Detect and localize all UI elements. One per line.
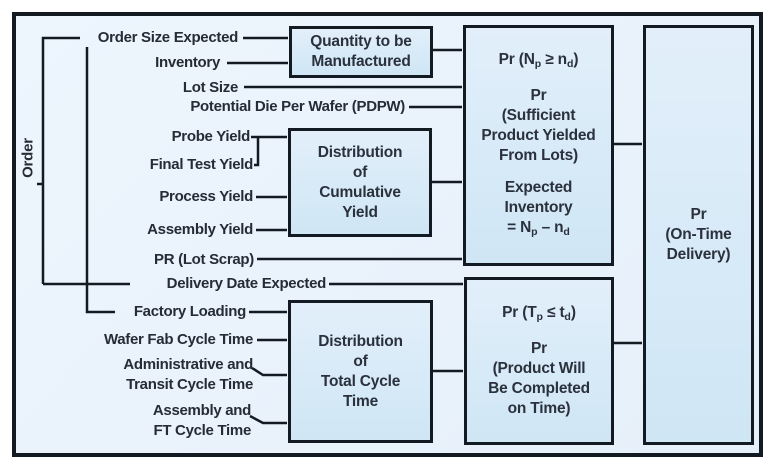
input-label-final-test-yield: Final Test Yield xyxy=(149,156,254,173)
box-prob-sufficient-product: Pr (Np ≥ nd) Pr (Sufficient Product Yiel… xyxy=(463,25,614,266)
equation-tp-le-td: Pr (Tp ≤ td) xyxy=(502,304,576,323)
input-label-process-yield: Process Yield xyxy=(159,188,253,205)
box-prob-completed-on-time: Pr (Tp ≤ td) Pr (Product Will Be Complet… xyxy=(464,277,614,445)
order-group-label: Order xyxy=(19,138,37,178)
box-quantity-to-be-manufactured: Quantity to be Manufactured xyxy=(289,26,433,78)
equation-expected-inventory: = Np – nd xyxy=(507,218,570,238)
input-label-assembly-ft-cycle-time: Assembly and FT Cycle Time xyxy=(152,402,251,439)
input-label-probe-yield: Probe Yield xyxy=(171,128,251,145)
input-label-pr-lot-scrap: PR (Lot Scrap) xyxy=(154,251,254,268)
input-label-order-size-expected: Order Size Expected xyxy=(97,29,239,46)
equation-np-ge-nd: Pr (Np ≥ nd) xyxy=(498,50,579,70)
prob-completed-on-time-text: Pr (Product Will Be Completed on Time) xyxy=(488,339,590,417)
input-label-wafer-fab-cycle-time: Wafer Fab Cycle Time xyxy=(103,331,253,348)
prob-sufficient-product-text: Pr (Sufficient Product Yielded From Lots… xyxy=(481,86,596,164)
input-label-factory-loading: Factory Loading xyxy=(133,303,246,320)
box-distribution-total-cycle-time: Distribution of Total Cycle Time xyxy=(288,300,433,443)
box-distribution-cumulative-yield: Distribution of Cumulative Yield xyxy=(288,128,432,237)
input-label-admin-transit-cycle-time: Administrative and Transit Cycle Time xyxy=(123,356,253,393)
input-label-delivery-date-expected: Delivery Date Expected xyxy=(166,275,327,292)
box-prob-on-time-delivery: Pr (On-Time Delivery) xyxy=(643,25,754,445)
input-label-lot-size: Lot Size xyxy=(182,79,238,96)
input-label-pdpw: Potential Die Per Wafer (PDPW) xyxy=(190,98,405,115)
input-label-inventory: Inventory xyxy=(155,54,220,71)
input-label-assembly-yield: Assembly Yield xyxy=(147,221,253,238)
expected-inventory-text: Expected Inventory= Np – nd xyxy=(504,178,573,238)
